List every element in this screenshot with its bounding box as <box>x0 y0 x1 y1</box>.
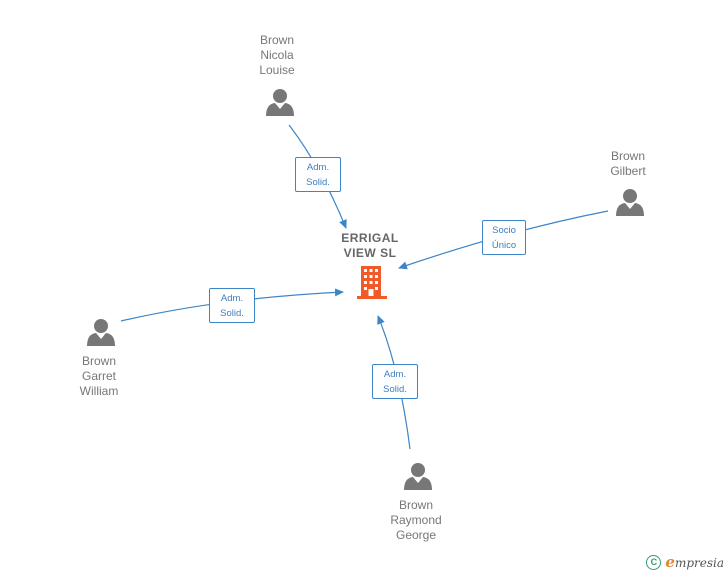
company-name[interactable]: ERRIGAL VIEW SL <box>341 231 399 260</box>
relation-label-nicola: Adm. Solid. <box>295 157 341 192</box>
relation-label-raymond: Adm. Solid. <box>372 364 418 399</box>
person-icon-garret[interactable] <box>87 319 115 346</box>
person-name-nicola[interactable]: Brown Nicola Louise <box>259 33 295 77</box>
person-name-gilbert[interactable]: Brown Gilbert <box>610 149 646 178</box>
footer-watermark: C empresia <box>646 553 724 571</box>
person-icon-nicola[interactable] <box>266 89 294 116</box>
person-name-raymond[interactable]: Brown Raymond George <box>390 498 442 542</box>
person-icon-gilbert[interactable] <box>616 189 644 216</box>
person-name-garret[interactable]: Brown Garret William <box>79 354 119 398</box>
copyright-icon: C <box>646 554 662 570</box>
relation-label-gilbert: Socio Único <box>482 220 526 255</box>
brand-logo: empresia <box>665 553 724 571</box>
relation-label-garret: Adm. Solid. <box>209 288 255 323</box>
person-icon-raymond[interactable] <box>404 463 432 490</box>
building-icon[interactable] <box>357 266 387 299</box>
